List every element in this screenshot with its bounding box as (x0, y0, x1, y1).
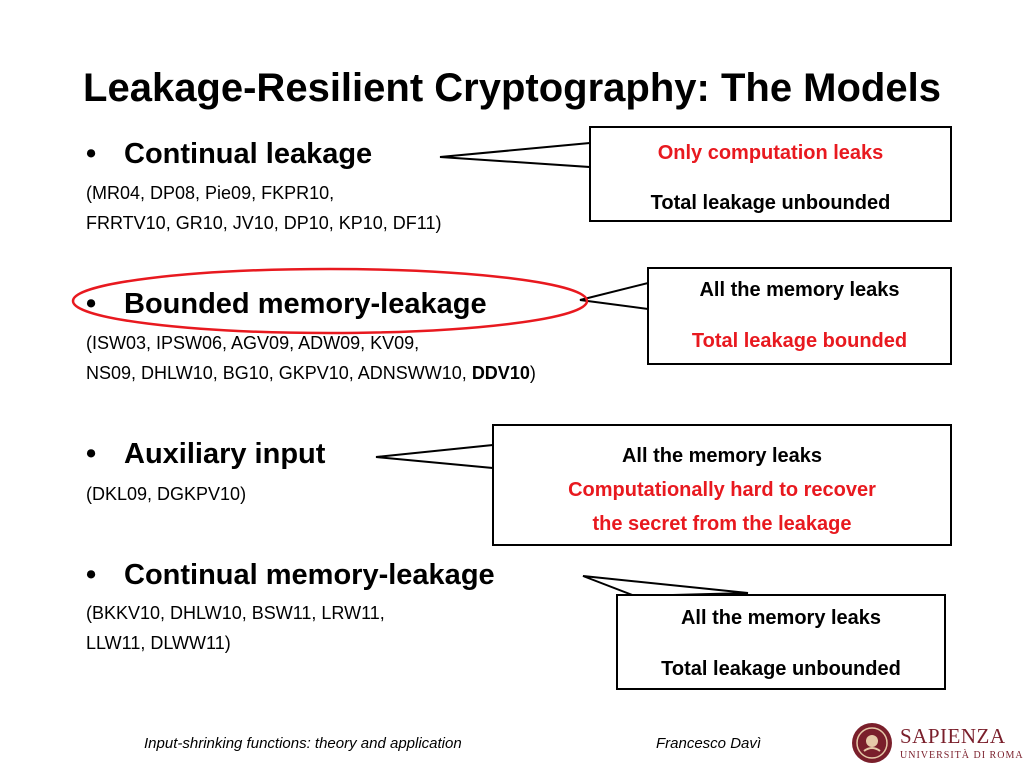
bullet-continual-memory-leakage: • Continual memory-leakage (86, 557, 495, 593)
callout-line: Total leakage unbounded (661, 658, 901, 680)
citations-continual-memory-leakage: (BKKV10, DHLW10, BSW11, LRW11, LLW11, DL… (86, 598, 385, 658)
bullet-heading: Continual memory-leakage (124, 559, 495, 591)
callout-line: Only computation leaks (657, 142, 884, 164)
callout-line: All the memory leaks (680, 607, 882, 629)
citation-end: ) (529, 363, 536, 383)
citations-auxiliary-input: (DKL09, DGKPV10) (86, 479, 246, 509)
callout-bounded-memory-leakage: All the memory leaks Total leakage bound… (647, 267, 952, 365)
bullet-auxiliary-input: • Auxiliary input (86, 436, 325, 472)
bullet-glyph: • (86, 138, 97, 170)
citation-line: LLW11, DLWW11) (86, 633, 231, 653)
bullet-heading: Auxiliary input (124, 438, 326, 470)
citation-bold: DDV10 (471, 363, 530, 383)
callout-line: Total leakage unbounded (650, 192, 891, 214)
citations-continual-leakage: (MR04, DP08, Pie09, FKPR10, FRRTV10, GR1… (86, 178, 441, 238)
bullet-glyph: • (86, 288, 97, 320)
bullet-continual-leakage: • Continual leakage (86, 136, 372, 172)
footer-author: Francesco Davì (656, 735, 762, 752)
callout-line: Computationally hard to recover (568, 479, 876, 501)
citation-line: (MR04, DP08, Pie09, FKPR10, (86, 183, 335, 203)
callout-line: the secret from the leakage (592, 513, 852, 535)
bullet-glyph: • (86, 559, 97, 591)
logo-name: SAPIENZA (900, 724, 1006, 748)
callout-continual-memory-leakage: All the memory leaks Total leakage unbou… (616, 594, 946, 690)
callout-auxiliary-input: All the memory leaks Computationally har… (492, 424, 952, 546)
university-seal-icon (852, 723, 892, 763)
footer-talk-title: Input-shrinking functions: theory and ap… (144, 735, 462, 752)
citation-line: (ISW03, IPSW06, AGV09, ADW09, KV09, (86, 333, 420, 353)
logo-subtitle: UNIVERSITÀ DI ROMA (900, 750, 1024, 761)
citation-line: (BKKV10, DHLW10, BSW11, LRW11, (86, 603, 385, 623)
slide-title: Leakage-Resilient Cryptography: The Mode… (83, 66, 941, 110)
bullet-glyph: • (86, 438, 97, 470)
citation-line: FRRTV10, GR10, JV10, DP10, KP10, DF11) (86, 213, 442, 233)
bullet-heading: Continual leakage (124, 138, 373, 170)
citation-line: NS09, DHLW10, BG10, GKPV10, ADNSWW10, DD… (86, 358, 536, 388)
callout-line: All the memory leaks (699, 279, 900, 301)
callout-line: Total leakage bounded (691, 330, 908, 352)
callout-line: All the memory leaks (621, 445, 823, 467)
bullet-bounded-memory-leakage: • Bounded memory-leakage (86, 286, 487, 322)
callout-continual-leakage: Only computation leaks Total leakage unb… (589, 126, 952, 222)
bullet-heading: Bounded memory-leakage (124, 288, 487, 320)
university-logo: SAPIENZA UNIVERSITÀ DI ROMA (850, 720, 1023, 766)
citations-bounded-memory-leakage: (ISW03, IPSW06, AGV09, ADW09, KV09, NS09… (86, 328, 536, 388)
citation-line: (DKL09, DGKPV10) (86, 484, 247, 504)
citation-text: NS09, DHLW10, BG10, GKPV10, ADNSWW10, (86, 363, 472, 383)
